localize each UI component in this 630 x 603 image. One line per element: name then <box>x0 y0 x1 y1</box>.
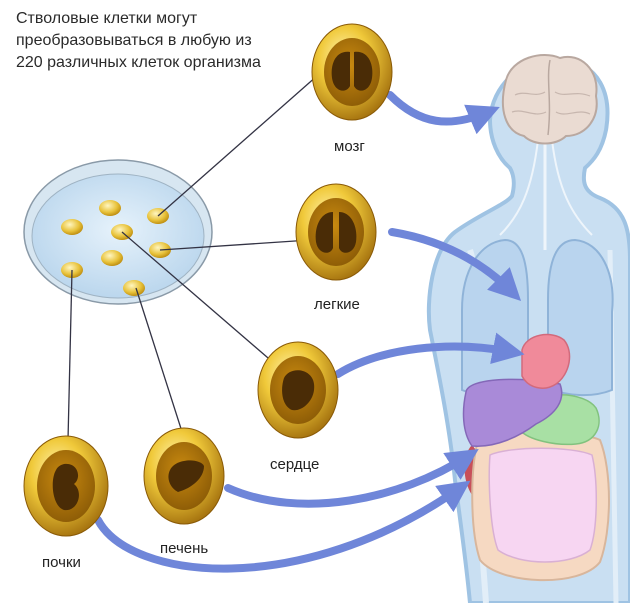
brain-organ <box>503 55 597 144</box>
stem-cell <box>101 250 123 266</box>
caption-line-3: 220 различных клеток организма <box>16 52 316 74</box>
lungs-cell <box>296 184 376 280</box>
liver-cell <box>144 428 224 524</box>
kidney-cell <box>24 436 108 536</box>
label-lungs: легкие <box>314 296 360 313</box>
label-heart: сердце <box>270 456 319 473</box>
stem-cell <box>99 200 121 216</box>
arrow-liver <box>228 456 468 504</box>
diagram-caption: Стволовые клетки могут преобразовываться… <box>16 8 316 74</box>
stem-cell <box>61 219 83 235</box>
label-liver: печень <box>160 540 208 557</box>
caption-line-1: Стволовые клетки могут <box>16 8 316 30</box>
intestine-organ <box>472 433 609 581</box>
petri-dish <box>24 160 212 304</box>
brain-cell <box>312 24 392 120</box>
stem-cell <box>123 280 145 296</box>
label-brain: мозг <box>334 138 365 155</box>
heart-cell <box>258 342 338 438</box>
label-kidney: почки <box>42 554 81 571</box>
arrow-brain <box>390 95 488 122</box>
caption-line-2: преобразовываться в любую из <box>16 30 316 52</box>
